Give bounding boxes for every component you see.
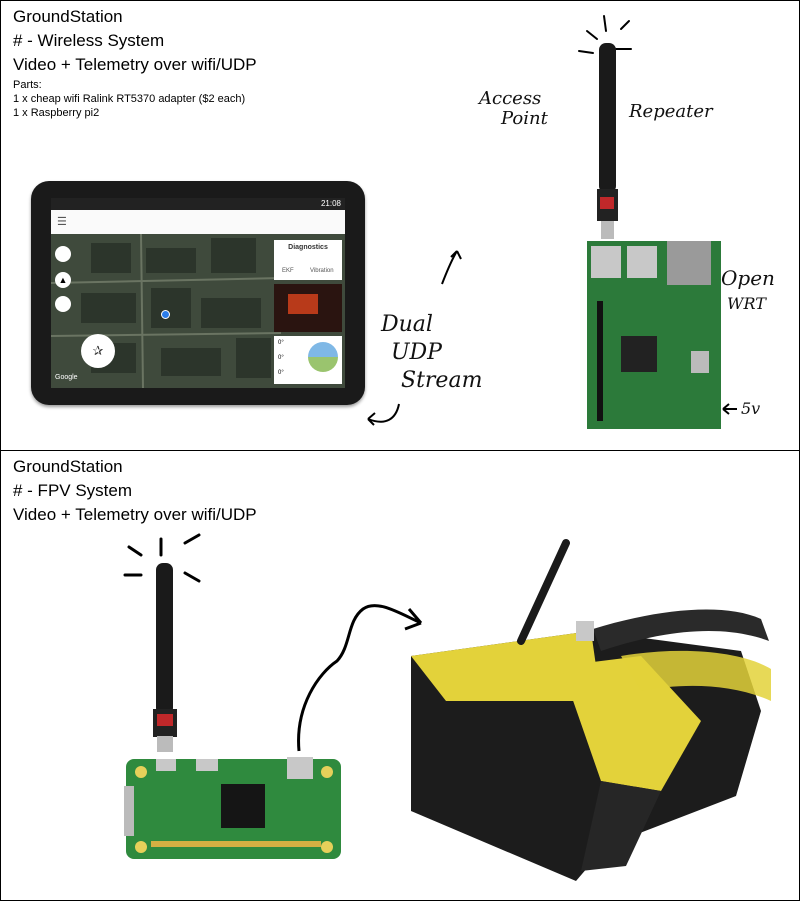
fpv-system-panel: GroundStation # - FPV System Video + Tel… [0,450,800,901]
menu-icon[interactable]: ☰ [57,216,67,228]
antenna-signal-lines [123,533,201,583]
fpv-goggles [411,539,771,881]
usb-plug [157,736,173,752]
antenna [599,43,616,193]
label-repeater: Repeater [629,101,713,122]
status-time: 21:08 [320,199,341,208]
tablet-screen: 21:08 ☰ ▲ ✰ Google [51,198,345,388]
soc-chip [621,336,657,372]
attitude-indicator [308,342,338,372]
locate-button[interactable] [55,246,71,262]
app-toolbar: ☰ [51,210,345,234]
label-access-point: Access Point [479,88,548,129]
part-wifi-adapter: 1 x cheap wifi Ralink RT5370 adapter ($2… [13,93,246,105]
diag-vibration[interactable]: Vibration [310,268,334,274]
navigation-arrow-button[interactable]: ▲ [55,272,71,288]
arrow-down [367,403,400,426]
location-marker [161,310,170,319]
panel1-caption: Video + Telemetry over wifi/UDP [13,55,257,74]
parts-label: Parts: [13,79,42,91]
wireless-system-panel: GroundStation # - Wireless System Video … [0,0,800,451]
diagnostics-title: Diagnostics [288,244,328,251]
label-dual-udp-stream: Dual UDP Stream [381,312,483,393]
gauge-value-2: 0° [278,355,284,361]
gauge-value-1: 0° [278,340,284,346]
ethernet-port [667,241,711,285]
gauge-value-3: 0° [278,370,284,376]
status-bar: 21:08 [51,198,345,210]
label-5v: 5v [741,399,761,418]
part-raspberry-pi: 1 x Raspberry pi2 [13,107,100,119]
power-arrow [722,403,737,415]
arrow-up [441,250,462,285]
fpv-hardware-drawing [123,533,771,881]
panel2-title: GroundStation [13,457,123,476]
usb-plug [601,221,614,239]
antenna-signal-lines [578,15,632,54]
panel2-subtitle: # - FPV System [13,481,133,500]
gauges-card: 0° 0° 0° [274,336,342,384]
diagnostics-card: Diagnostics EKF Vibration [274,240,342,280]
antenna [156,563,173,715]
diag-ekf[interactable]: EKF [282,268,294,274]
panel1-title: GroundStation [13,7,123,26]
video-feed-card[interactable] [274,284,342,332]
cable-arrow [297,604,423,752]
panel1-subtitle: # - Wireless System [13,31,165,50]
google-logo: Google [55,374,78,381]
tablet-image: 21:08 ☰ ▲ ✰ Google [31,181,365,405]
label-open-wrt: Open WRT [721,266,775,313]
layers-button[interactable] [55,296,71,312]
soc-chip [221,784,265,828]
panel2-caption: Video + Telemetry over wifi/UDP [13,505,257,524]
wireless-hardware-drawing [367,15,737,429]
connect-wifi-button[interactable]: ✰ [81,334,115,368]
